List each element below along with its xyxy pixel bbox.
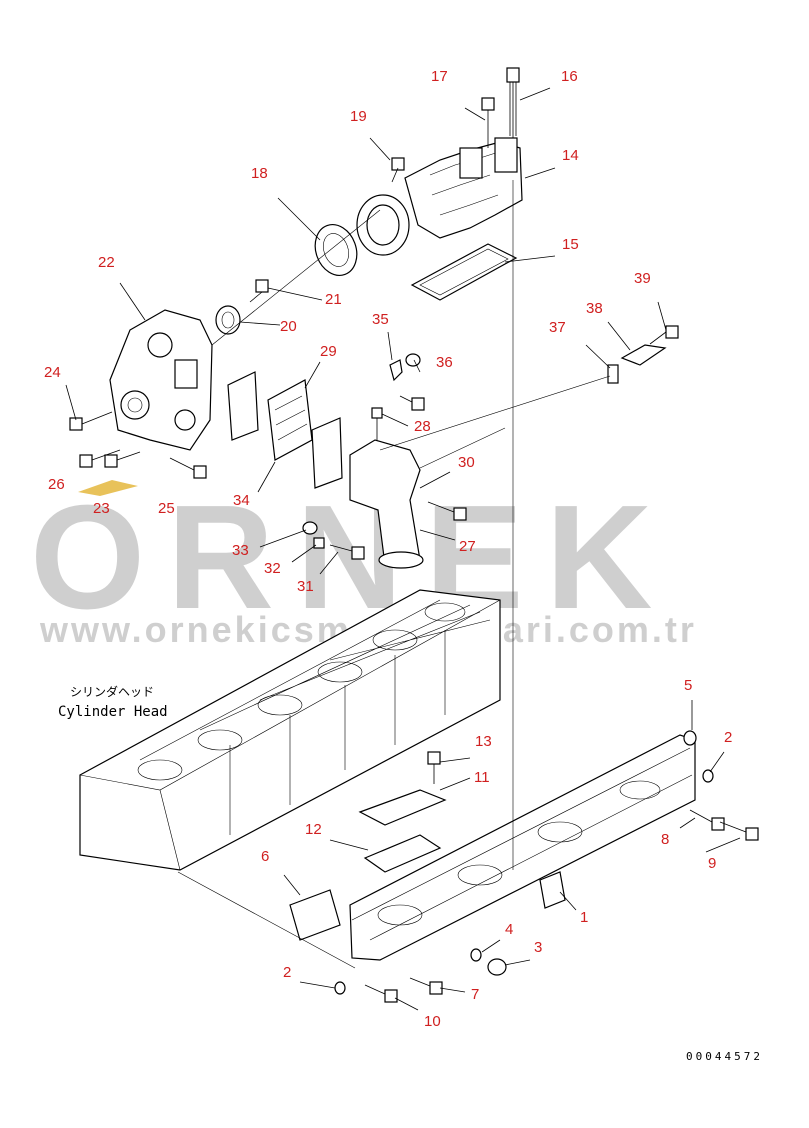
- callout-11: 11: [474, 769, 490, 786]
- callout-39: 39: [634, 270, 651, 287]
- gasket-18: [314, 224, 358, 276]
- callout-14: 14: [562, 147, 579, 164]
- callout-33: 33: [232, 542, 249, 559]
- gasket-12: [363, 834, 442, 873]
- callout-35: 35: [372, 311, 389, 328]
- cooler-29: [267, 379, 313, 461]
- hose-20: [215, 305, 241, 335]
- callout-2-bottom: 2: [283, 964, 291, 981]
- callout-19: 19: [350, 108, 367, 125]
- callout-29: 29: [320, 343, 337, 360]
- housing-22: [109, 309, 213, 451]
- manifold-1: [349, 734, 696, 961]
- callout-24: 24: [44, 364, 61, 381]
- bolt-25: [169, 457, 207, 479]
- washer-33: [302, 521, 318, 535]
- bolt-7: [409, 977, 443, 995]
- elbow-housing-14: [356, 137, 523, 256]
- bolt-19: [391, 157, 405, 183]
- callout-13: 13: [475, 733, 492, 750]
- watermark-accent-mark: [78, 480, 138, 496]
- bolt-24: [69, 411, 113, 431]
- elbow-27: [349, 439, 424, 569]
- watermark-brand: ORNEK: [30, 475, 674, 640]
- bolt-9: [719, 821, 759, 841]
- bolt-17: [481, 97, 495, 148]
- callout-18: 18: [251, 165, 268, 182]
- plug-2-bottom: [334, 981, 346, 995]
- callout-27: 27: [459, 538, 476, 555]
- callout-28: 28: [414, 418, 431, 435]
- bolt-28: [371, 407, 383, 440]
- callout-5: 5: [684, 677, 692, 694]
- callout-4: 4: [505, 921, 513, 938]
- bolt-31: [329, 544, 365, 560]
- nut-36: [405, 353, 421, 367]
- bolt-13: [427, 751, 441, 784]
- bolt-16: [506, 67, 520, 138]
- callout-22: 22: [98, 254, 115, 271]
- plug-4: [470, 948, 482, 962]
- callout-9: 9: [708, 855, 716, 872]
- cylinder-head-label-jp: シリンダヘッド: [70, 684, 154, 699]
- callout-3: 3: [534, 939, 542, 956]
- gasket-11: [358, 789, 447, 826]
- callout-26: 26: [48, 476, 65, 493]
- callout-7: 7: [471, 986, 479, 1003]
- gasket-6: [289, 889, 341, 941]
- cylinder-head-label-en: Cylinder Head: [58, 704, 168, 720]
- bolt-39: [649, 325, 679, 345]
- callout-1: 1: [580, 909, 588, 926]
- callout-38: 38: [586, 300, 603, 317]
- callout-30: 30: [458, 454, 475, 471]
- callout-8: 8: [661, 831, 669, 848]
- callout-23: 23: [93, 500, 110, 517]
- callouts: 1 2 2 3 4 5 6 7 8 9 10 11 12 13 14 15 16…: [44, 68, 732, 1030]
- callout-32: 32: [264, 560, 281, 577]
- callout-31: 31: [297, 578, 314, 595]
- clip-35: [389, 359, 403, 382]
- callout-17: 17: [431, 68, 448, 85]
- callout-15: 15: [562, 236, 579, 253]
- callout-21: 21: [325, 291, 342, 308]
- cylinder-head-block: [79, 589, 501, 871]
- gasket-15: [410, 243, 518, 301]
- bolt-30: [427, 501, 467, 521]
- callout-2-top: 2: [724, 729, 732, 746]
- leader-lines: [65, 87, 741, 1011]
- callout-20: 20: [280, 318, 297, 335]
- bracket-38: [620, 344, 667, 366]
- clip-32: [313, 537, 325, 549]
- callout-25: 25: [158, 500, 175, 517]
- document-number: 00044572: [686, 1050, 763, 1063]
- callout-12: 12: [305, 821, 322, 838]
- plate-37: [607, 364, 619, 384]
- cap-3: [487, 958, 507, 976]
- callout-10: 10: [424, 1013, 441, 1030]
- callout-34: 34: [233, 492, 250, 509]
- callout-6: 6: [261, 848, 269, 865]
- bolt-8: [689, 809, 725, 831]
- bolt-10: [364, 984, 398, 1003]
- bolt-23: [104, 451, 141, 468]
- plug-2-top: [702, 769, 714, 783]
- callout-37: 37: [549, 319, 566, 336]
- callout-36: 36: [436, 354, 453, 371]
- plug-5: [683, 730, 697, 746]
- bolt-21: [249, 279, 269, 303]
- gasket-34: [227, 371, 343, 489]
- bolt-36b: [399, 395, 425, 411]
- callout-16: 16: [561, 68, 578, 85]
